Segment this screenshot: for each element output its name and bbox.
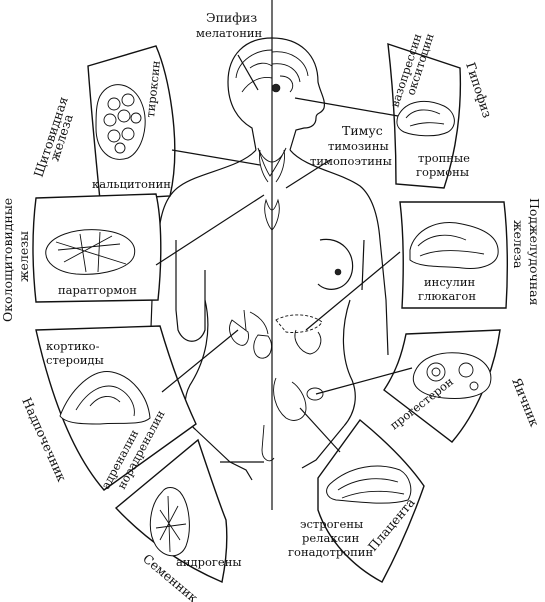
label-pituitary: Гипофиз — [463, 60, 495, 119]
panel-ovary — [383, 329, 501, 443]
label-melatonin: мелатонин — [196, 26, 263, 40]
panel-placenta — [317, 418, 425, 583]
thyroid-organ — [257, 147, 287, 183]
pineal-dot — [271, 83, 281, 93]
label-tropic2: гормоны — [416, 165, 469, 179]
label-calcitonin: кальцитонин — [92, 177, 171, 191]
label-parathyroid: Околощитовидные — [0, 198, 15, 322]
panel-testis — [114, 438, 228, 583]
nipple — [334, 268, 342, 276]
label-parathyroid2: железы — [16, 231, 31, 282]
label-parathormone: паратгормон — [58, 283, 137, 297]
label-thymus: Тимус — [342, 123, 383, 138]
label-gonadotropin: гонадотропин — [288, 545, 373, 559]
label-pancreas: Поджелудочная — [527, 198, 542, 306]
label-insulin: инсулин — [424, 275, 476, 289]
panel-thyroid — [87, 45, 176, 201]
label-tropic1: тропные — [418, 151, 470, 165]
label-thyroxine: тироксин — [143, 60, 163, 119]
label-corticosteroids1: кортико- — [46, 339, 100, 353]
label-glucagon: глюкагон — [418, 289, 476, 303]
abdomen-organs — [229, 309, 324, 462]
label-ovary: Яичник — [509, 376, 542, 429]
thymus-organ — [264, 198, 280, 231]
panel-adrenal — [35, 325, 197, 491]
label-thymopoietins: тимопоэтины — [310, 154, 392, 168]
connectors — [155, 54, 413, 463]
label-corticosteroids2: стероиды — [46, 353, 104, 367]
label-relaxin: релаксин — [302, 531, 360, 545]
panel-pancreas — [399, 201, 508, 309]
panel-parathyroid — [32, 193, 162, 303]
label-estrogens: эстрогены — [300, 517, 363, 531]
label-pancreas2: железа — [511, 220, 526, 269]
label-androgens: андрогены — [176, 555, 242, 569]
panel-pituitary — [387, 42, 462, 189]
label-epiphysis: Эпифиз — [206, 10, 257, 25]
label-thymosins: тимозины — [328, 139, 389, 153]
